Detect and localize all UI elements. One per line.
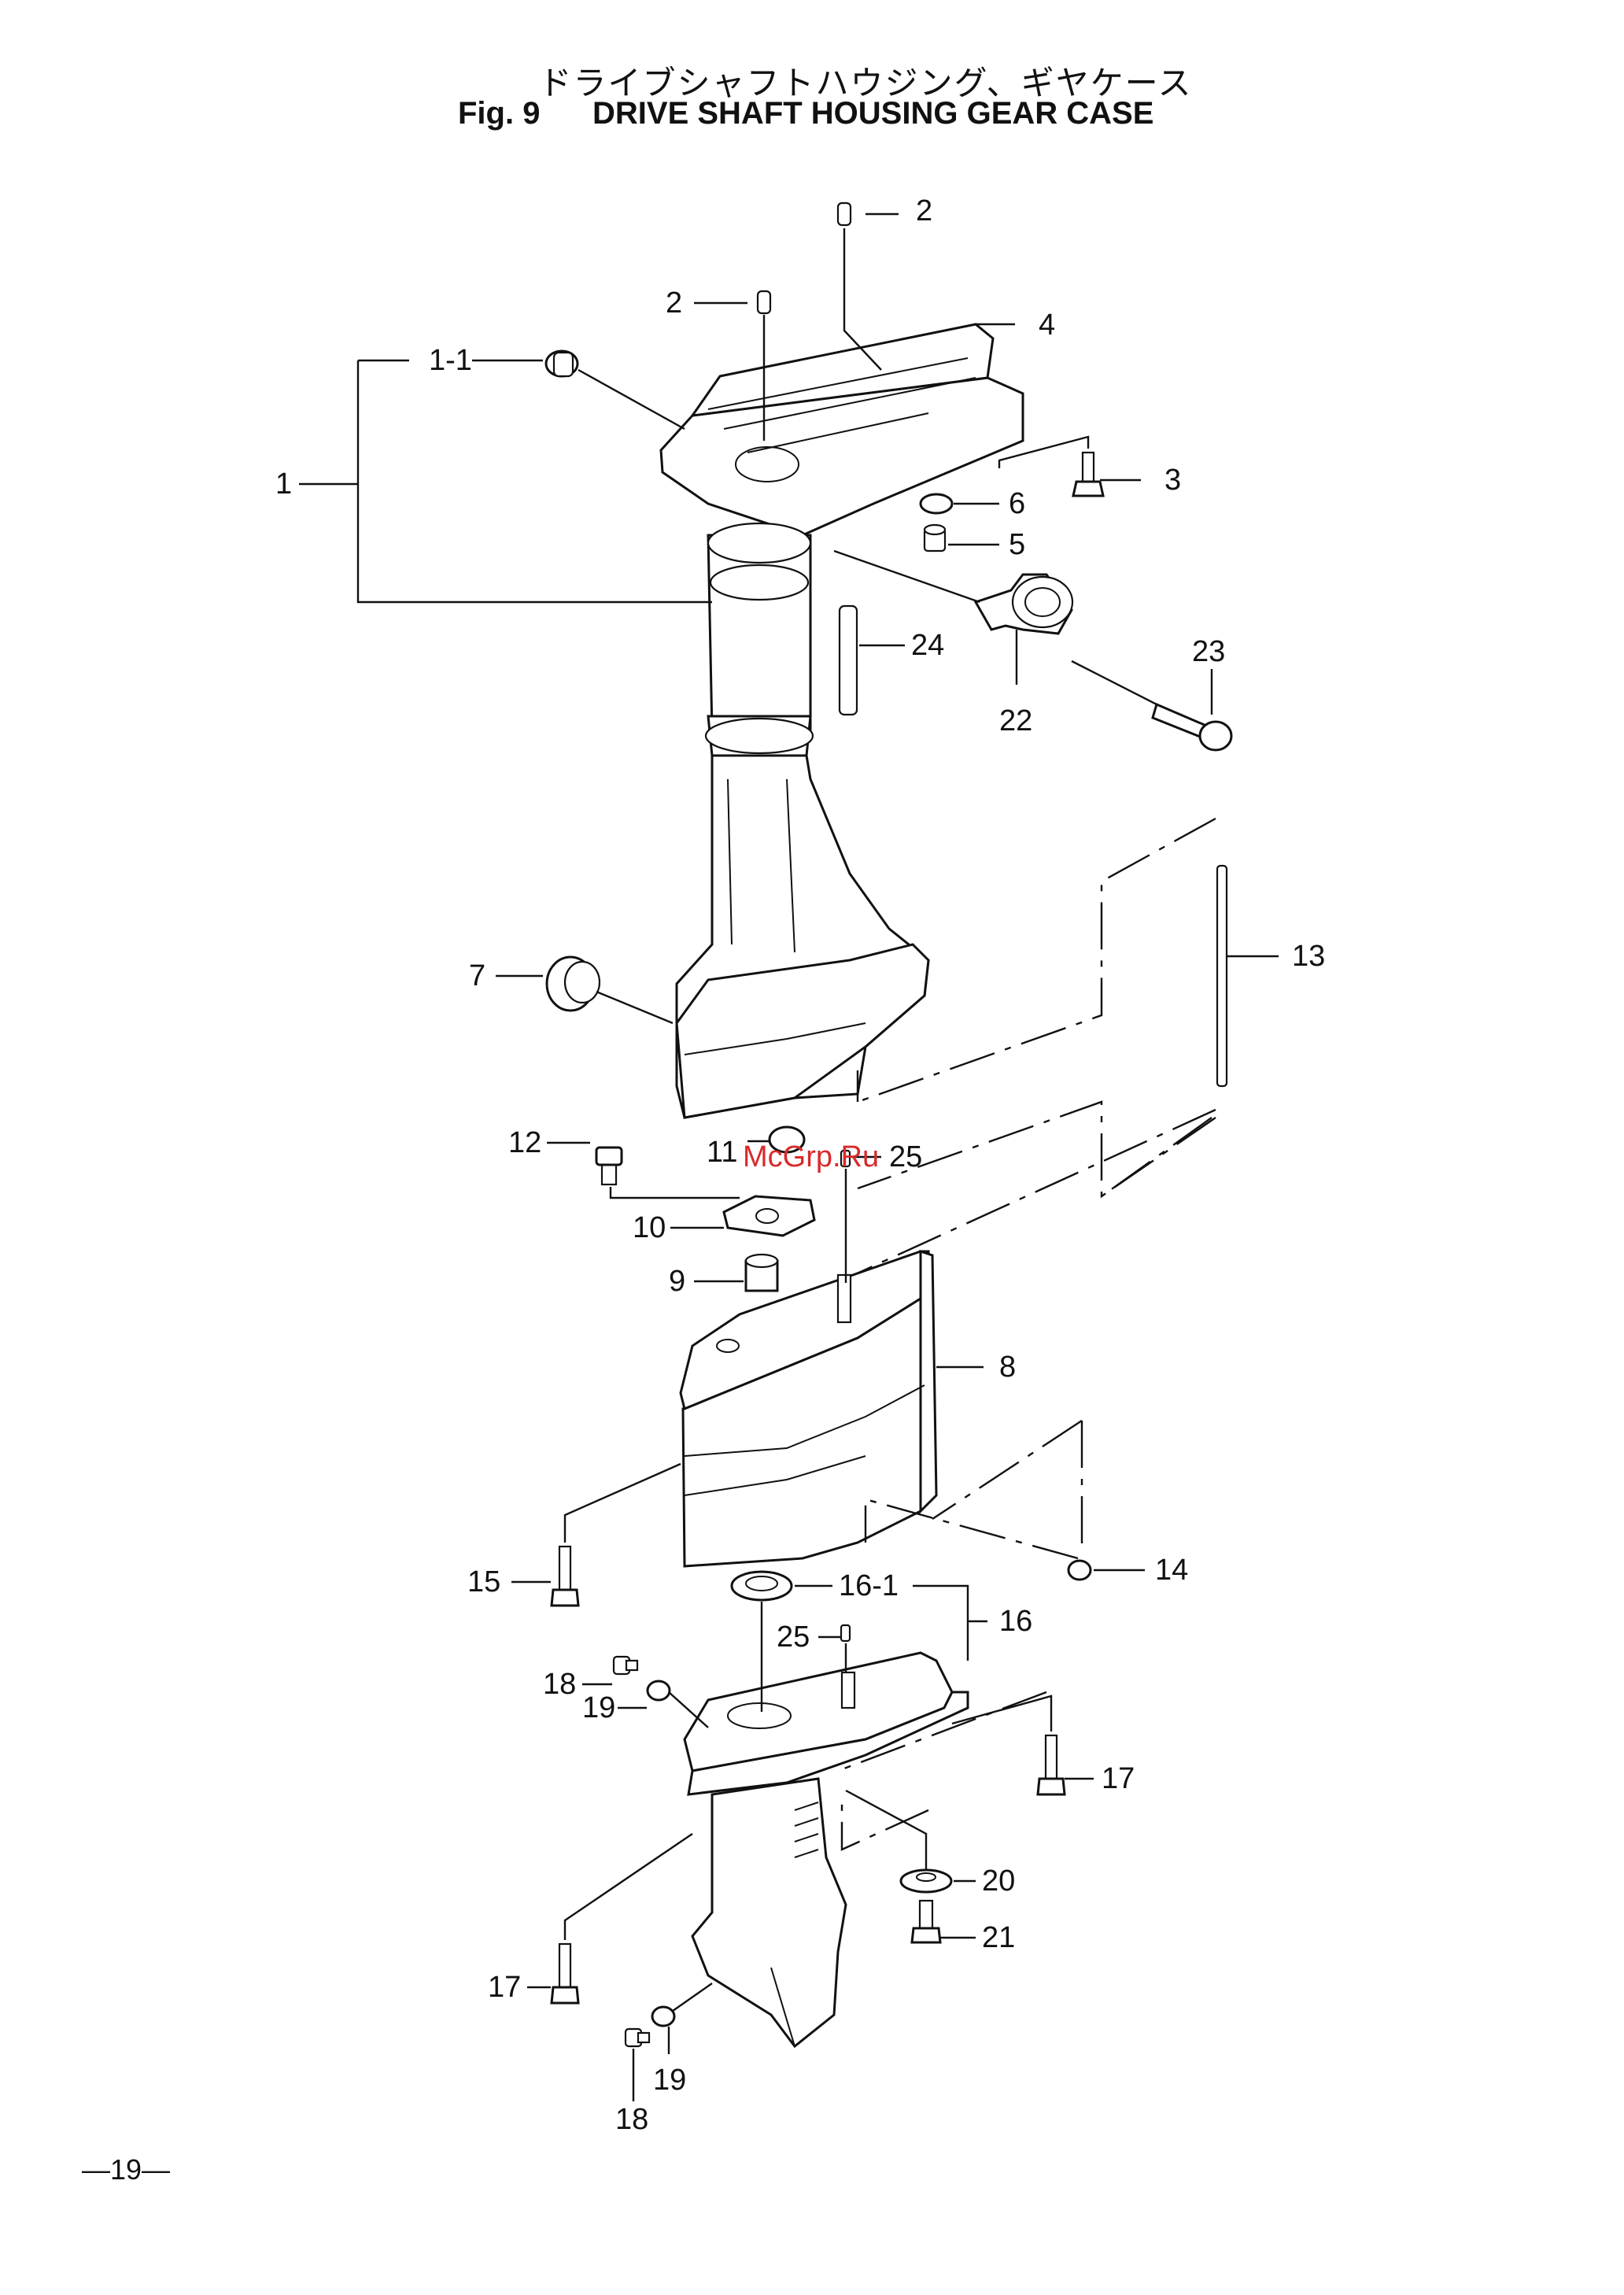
callout-19b: 19 — [653, 2064, 686, 2097]
callout-15: 15 — [467, 1565, 500, 1598]
bolt-12 — [596, 1148, 622, 1184]
screw-18b — [626, 2029, 649, 2046]
callout-20: 20 — [982, 1864, 1015, 1898]
bolt-17b — [552, 1944, 578, 2003]
callout-17a: 17 — [1102, 1762, 1135, 1795]
drive-shaft-housing — [661, 324, 1023, 1118]
callout-12: 12 — [508, 1126, 541, 1159]
bushing-9 — [746, 1255, 777, 1291]
dowel-pin-2a — [838, 203, 851, 225]
callout-25b: 25 — [777, 1621, 810, 1654]
pin-24 — [840, 606, 857, 715]
callout-14: 14 — [1155, 1554, 1188, 1587]
callout-22: 22 — [999, 704, 1032, 737]
bolt-21 — [912, 1901, 940, 1942]
bolt-5 — [925, 525, 945, 551]
bolt-15 — [552, 1547, 578, 1606]
callout-16-1: 16-1 — [839, 1569, 899, 1602]
washer-6 — [921, 494, 952, 513]
bolt-17a — [1038, 1735, 1065, 1794]
bolt-3 — [1073, 453, 1103, 496]
callout-8: 8 — [999, 1351, 1016, 1384]
stud-rod-13 — [1217, 866, 1227, 1086]
callout-17b: 17 — [488, 1971, 521, 2004]
callout-11: 11 — [707, 1136, 737, 1169]
callout-2a: 2 — [916, 194, 932, 227]
callout-7: 7 — [469, 959, 485, 992]
callout-19a: 19 — [582, 1691, 615, 1724]
callout-23: 23 — [1192, 635, 1225, 668]
seal-7 — [547, 957, 600, 1011]
callout-3: 3 — [1164, 464, 1181, 497]
callout-21: 21 — [982, 1921, 1015, 1954]
plate-10 — [724, 1196, 814, 1236]
screw-18a — [614, 1657, 637, 1674]
gear-case-upper-8 — [681, 1251, 936, 1566]
callout-18a: 18 — [543, 1668, 576, 1701]
page-number: —19— — [82, 2153, 170, 2186]
callout-10: 10 — [633, 1211, 666, 1244]
callout-6: 6 — [1009, 487, 1025, 520]
callout-1: 1 — [275, 468, 292, 501]
clamp-22 — [976, 575, 1072, 634]
callout-2b: 2 — [666, 286, 682, 320]
washer-20 — [901, 1870, 951, 1892]
callout-5: 5 — [1009, 528, 1025, 561]
callout-25a: 25 — [889, 1140, 922, 1173]
watermark-text: McGrp.Ru — [743, 1140, 879, 1174]
callout-4: 4 — [1039, 309, 1055, 342]
nut-14 — [1069, 1561, 1091, 1580]
callout-16: 16 — [999, 1605, 1032, 1638]
callout-1-1: 1-1 — [429, 344, 472, 377]
callout-9: 9 — [669, 1265, 685, 1298]
washer-19b — [652, 2007, 674, 2026]
dowel-pin-2b — [758, 291, 770, 313]
bolt-23 — [1153, 704, 1231, 750]
callout-13: 13 — [1292, 940, 1325, 973]
plug-1-1 — [546, 351, 578, 376]
washer-19a — [648, 1681, 670, 1700]
pin-25b — [841, 1625, 850, 1641]
bearing-16-1 — [732, 1572, 792, 1600]
callout-18b: 18 — [615, 2103, 648, 2136]
callout-24: 24 — [911, 629, 944, 662]
